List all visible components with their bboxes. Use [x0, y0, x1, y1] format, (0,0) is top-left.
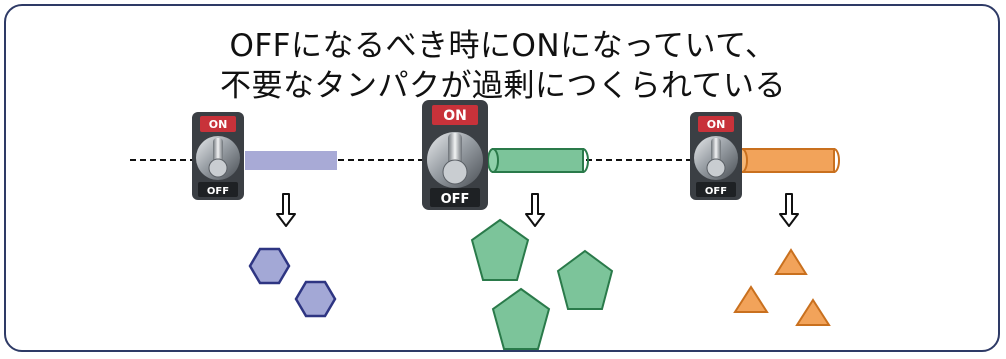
switch-on-label: ON — [707, 118, 726, 131]
switch-off-label: OFF — [207, 186, 229, 197]
triangle-icon — [733, 285, 769, 313]
switch-on-label: ON — [443, 108, 467, 124]
gene-tube-green — [487, 148, 589, 173]
down-arrow-icon — [525, 193, 545, 227]
down-arrow-icon — [779, 193, 799, 227]
switch-off-label: OFF — [705, 186, 727, 197]
pentagon-icon — [491, 287, 551, 350]
title-line-1: OFFになるべき時にONになっていて、 — [229, 28, 777, 64]
pentagon-icon — [556, 249, 614, 310]
switch-off-label: OFF — [441, 192, 470, 207]
hexagon-icon — [294, 280, 337, 318]
toggle-switch-icon: ON OFF — [422, 100, 488, 210]
toggle-switch-icon: ON OFF — [192, 112, 244, 200]
hexagon-icon — [248, 247, 291, 285]
title-line-2: 不要なタンパクが過剰につくられている — [219, 68, 787, 104]
triangle-icon — [795, 298, 831, 326]
gene-tube-orange — [736, 148, 840, 173]
diagram-frame — [4, 4, 1000, 352]
pentagon-icon — [470, 218, 530, 281]
gene-tube-purple — [245, 151, 337, 170]
down-arrow-icon — [276, 193, 296, 227]
toggle-switch-icon: ON OFF — [690, 112, 742, 200]
switch-on-label: ON — [209, 118, 228, 131]
triangle-icon — [774, 248, 808, 275]
